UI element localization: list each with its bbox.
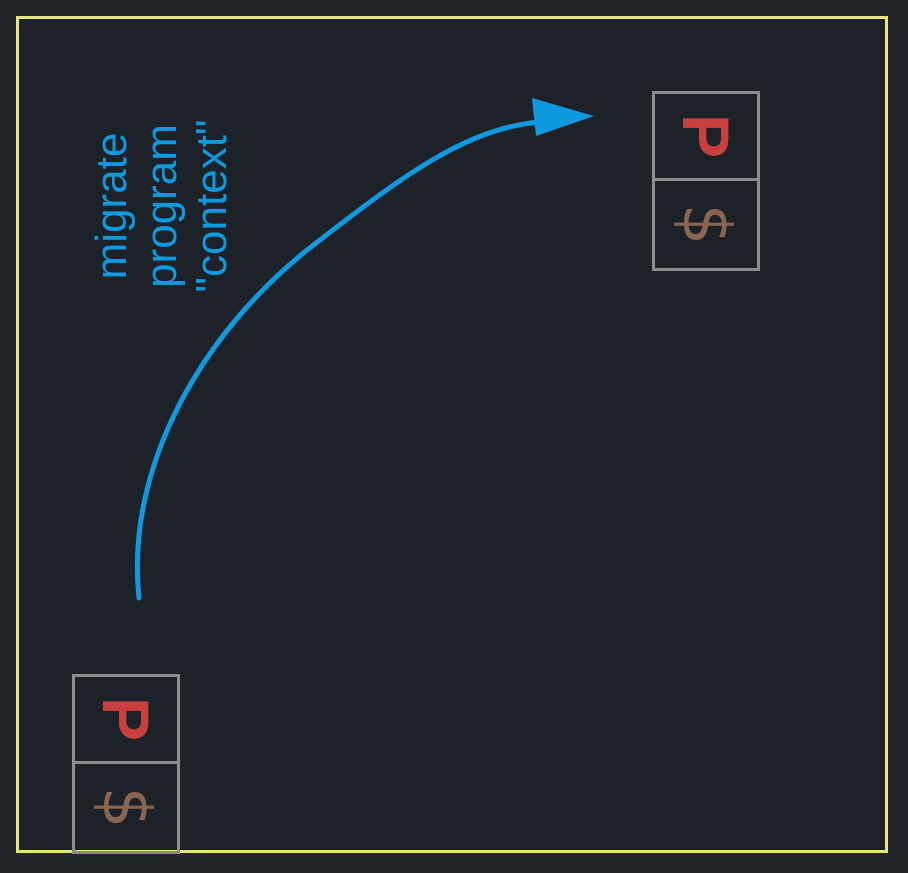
arrow-head [532, 98, 594, 136]
outer-frame [16, 16, 888, 853]
arrow-curve [134, 119, 543, 601]
